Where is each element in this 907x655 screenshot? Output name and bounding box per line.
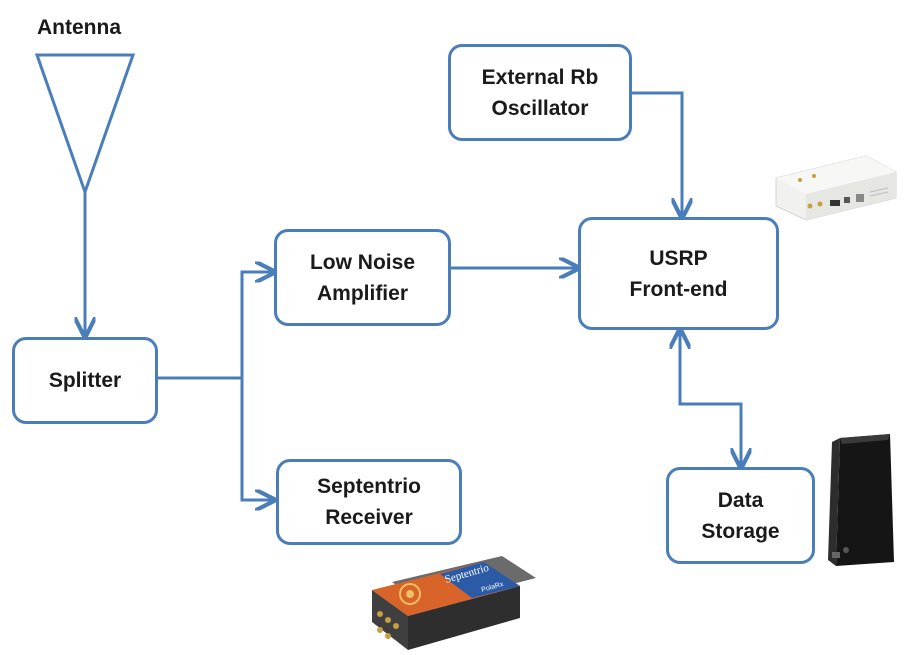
data-storage-label: Data Storage [701,488,780,543]
septentrio-receiver-image: Septentrio PolaRx [372,556,536,650]
external-rb-oscillator-label: External Rb Oscillator [481,65,599,120]
splitter-block: Splitter [12,337,158,424]
septentrio-receiver-label: Septentrio Receiver [317,475,421,529]
splitter-to-lna-wire [240,272,274,378]
low-noise-amplifier-block: Low Noise Amplifier [274,229,451,326]
data-storage-block: Data Storage [666,467,815,564]
usrp-front-end-label: USRP Front-end [629,246,728,301]
low-noise-amplifier-label: Low Noise Amplifier [309,250,415,305]
septentrio-receiver-block: Septentrio Receiver [276,459,462,545]
usrp-storage-wire [680,330,741,467]
usrp-device-image [775,155,897,221]
external-hard-drive-image [828,434,894,566]
external-rb-oscillator-block: External Rb Oscillator [448,44,632,141]
splitter-label: Splitter [48,369,122,392]
splitter-to-septentrio-wire [240,378,274,500]
usrp-front-end-block: USRP Front-end [578,217,779,330]
oscillator-to-usrp-wire [632,91,682,217]
antenna-label: Antenna [37,16,121,39]
antenna-symbol [34,53,136,197]
